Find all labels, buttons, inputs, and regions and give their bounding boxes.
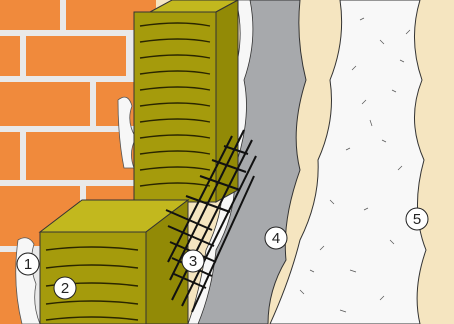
insulation-fibres-lower	[45, 246, 139, 321]
insulation-board-lower	[38, 198, 190, 324]
render-texture	[299, 17, 411, 313]
render-layer	[269, 0, 427, 324]
svg-text:1: 1	[24, 256, 32, 273]
callout-5: 5	[405, 207, 429, 231]
svg-text:4: 4	[272, 230, 280, 247]
insulation-fibres-upper	[139, 22, 211, 187]
svg-text:3: 3	[189, 253, 197, 270]
svg-text:2: 2	[61, 280, 69, 297]
callout-4: 4	[264, 226, 288, 250]
reinforcement-mesh	[165, 129, 257, 313]
callout-1: 1	[16, 252, 40, 276]
svg-text:5: 5	[413, 211, 421, 228]
callout-2: 2	[53, 276, 77, 300]
callout-3: 3	[181, 249, 205, 273]
